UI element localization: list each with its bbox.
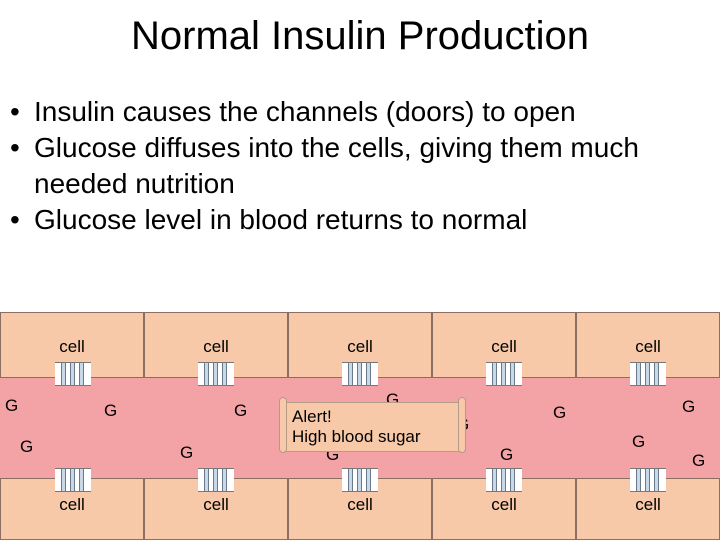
insulin-diagram: cell cell cell cell cell cell cell cell …	[0, 312, 720, 540]
scroll-roll	[279, 397, 287, 453]
cell-label: cell	[491, 495, 517, 514]
cell-label: cell	[203, 337, 229, 356]
glucose-label: G	[682, 397, 696, 416]
cell: cell	[0, 478, 144, 540]
glucose-label: G	[20, 437, 34, 456]
glucose-label: G	[553, 403, 567, 422]
bullet-item: Glucose diffuses into the cells, giving …	[10, 130, 710, 202]
channel-icon	[486, 468, 522, 492]
channel-icon	[486, 362, 522, 386]
bullet-item: Insulin causes the channels (doors) to o…	[10, 94, 710, 130]
cell-label: cell	[491, 337, 517, 356]
glucose-label: G	[104, 401, 118, 420]
cell-label: cell	[59, 337, 85, 356]
cell: cell	[576, 312, 720, 378]
glucose-label: G	[500, 445, 514, 464]
channel-icon	[630, 362, 666, 386]
channel-icon	[342, 362, 378, 386]
cell-label: cell	[635, 337, 661, 356]
channel-icon	[55, 362, 91, 386]
glucose-label: G	[180, 443, 194, 462]
glucose-label: G	[632, 432, 646, 451]
scroll-roll	[458, 397, 466, 453]
channel-icon	[55, 468, 91, 492]
alert-message: High blood sugar	[292, 427, 421, 446]
glucose-label: G	[234, 401, 248, 420]
alert-banner: Alert! High blood sugar	[279, 397, 466, 453]
cell-label: cell	[59, 495, 85, 514]
channel-icon	[630, 468, 666, 492]
glucose-label: G	[692, 451, 706, 470]
glucose-label: G	[5, 396, 19, 415]
alert-title: Alert!	[292, 407, 332, 426]
channel-icon	[198, 468, 234, 492]
cell-label: cell	[203, 495, 229, 514]
bullet-item: Glucose level in blood returns to normal	[10, 202, 710, 238]
bullet-list: Insulin causes the channels (doors) to o…	[10, 94, 710, 238]
cell-label: cell	[347, 337, 373, 356]
channel-icon	[198, 362, 234, 386]
channel-icon	[342, 468, 378, 492]
slide-title: Normal Insulin Production	[131, 14, 589, 58]
cell-label: cell	[635, 495, 661, 514]
cell-label: cell	[347, 495, 373, 514]
